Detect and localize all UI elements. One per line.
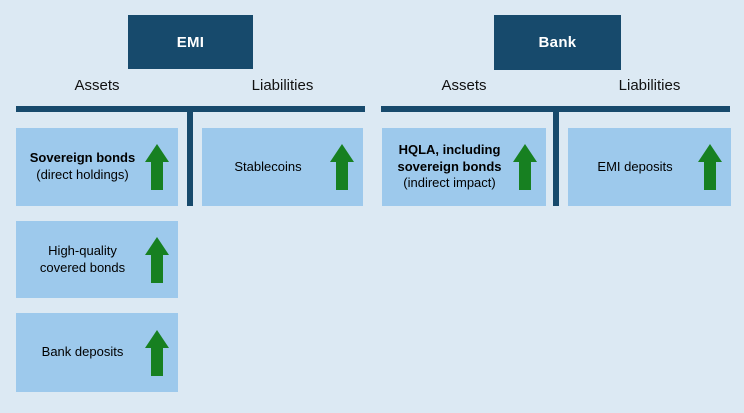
- bank-taccount-divider: [553, 106, 559, 206]
- bank-title-box: Bank: [494, 15, 621, 70]
- increase-up-arrow-icon: [513, 144, 537, 190]
- emi-title: EMI: [176, 33, 205, 51]
- increase-up-arrow-icon: [145, 236, 169, 283]
- increase-up-arrow-icon: [145, 329, 169, 376]
- emi-liability-box-stablecoins: Stablecoins: [202, 128, 363, 206]
- bank-asset-box-hqla: HQLA, including sovereign bonds (indirec…: [382, 128, 546, 206]
- emi-taccount-divider: [187, 106, 193, 206]
- bank-liability-box-emi-deposits: EMI deposits: [568, 128, 731, 206]
- increase-up-arrow-icon: [698, 144, 722, 190]
- emi-asset-box-covered-bonds: High-quality covered bonds: [16, 221, 178, 298]
- emi-title-box: EMI: [128, 15, 253, 69]
- box-label: Sovereign bonds (direct holdings): [29, 150, 136, 182]
- bank-title: Bank: [538, 34, 577, 51]
- emi-asset-box-sovereign-bonds: Sovereign bonds (direct holdings): [16, 128, 178, 206]
- emi-asset-box-bank-deposits: Bank deposits: [16, 313, 178, 392]
- box-label: Bank deposits: [41, 344, 124, 360]
- box-label: HQLA, including sovereign bonds (indirec…: [397, 141, 502, 191]
- bank-liabilities-label: Liabilities: [618, 77, 681, 94]
- emi-assets-label: Assets: [74, 77, 120, 94]
- bank-assets-label: Assets: [441, 77, 487, 94]
- box-label: High-quality covered bonds: [39, 242, 126, 275]
- emi-liabilities-label: Liabilities: [251, 77, 314, 94]
- box-label: Stablecoins: [234, 158, 302, 174]
- increase-up-arrow-icon: [330, 144, 354, 190]
- box-label: EMI deposits: [597, 158, 673, 174]
- increase-up-arrow-icon: [145, 144, 169, 190]
